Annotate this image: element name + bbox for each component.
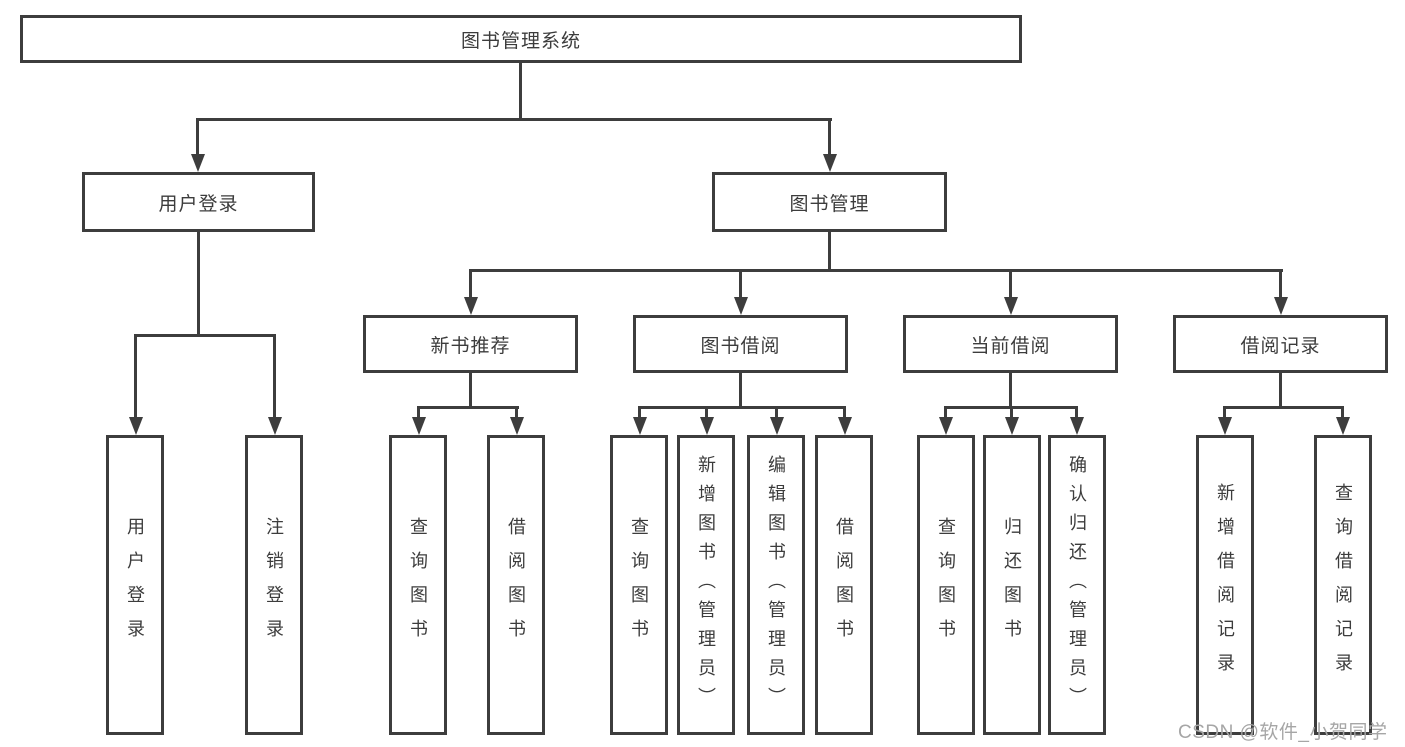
node-label: 确认归还（管理员） xyxy=(1067,454,1087,716)
node-leaf-user-login: 用户登录 xyxy=(106,435,164,735)
node-label: 借阅图书 xyxy=(506,517,526,653)
arrow-down-icon xyxy=(1336,417,1350,435)
arrow-down-icon xyxy=(734,297,748,315)
connector-line xyxy=(197,232,200,337)
node-root-library-system: 图书管理系统 xyxy=(20,15,1022,63)
node-label: 查询图书 xyxy=(936,517,956,653)
connector-line xyxy=(843,406,846,418)
node-label: 借阅图书 xyxy=(834,517,854,653)
connector-line xyxy=(469,269,1283,272)
arrow-down-icon xyxy=(129,417,143,435)
node-label: 归还图书 xyxy=(1002,517,1022,653)
node-book-management-group: 图书管理 xyxy=(712,172,947,232)
node-leaf-query-borrow-record: 查询借阅记录 xyxy=(1314,435,1372,735)
node-label: 借阅记录 xyxy=(1240,335,1321,357)
node-leaf-logout: 注销登录 xyxy=(245,435,303,735)
arrow-down-icon xyxy=(268,417,282,435)
node-label: 新增图书（管理员） xyxy=(696,454,716,716)
node-borrowing-records: 借阅记录 xyxy=(1173,315,1388,373)
node-leaf-add-borrow-record: 新增借阅记录 xyxy=(1196,435,1254,735)
arrow-down-icon xyxy=(1274,297,1288,315)
arrow-down-icon xyxy=(939,417,953,435)
connector-line xyxy=(705,406,708,418)
arrow-down-icon xyxy=(1005,417,1019,435)
connector-line xyxy=(1341,406,1344,418)
arrow-down-icon xyxy=(1070,417,1084,435)
node-label: 查询图书 xyxy=(408,517,428,653)
arrow-down-icon xyxy=(633,417,647,435)
node-label: 查询图书 xyxy=(629,517,649,653)
node-book-borrowing: 图书借阅 xyxy=(633,315,848,373)
arrow-down-icon xyxy=(464,297,478,315)
arrow-down-icon xyxy=(191,154,205,172)
node-leaf-confirm-return-admin: 确认归还（管理员） xyxy=(1048,435,1106,735)
arrow-down-icon xyxy=(823,154,837,172)
connector-line xyxy=(1279,269,1282,298)
arrow-down-icon xyxy=(838,417,852,435)
node-leaf-borrow-book-borrowing: 借阅图书 xyxy=(815,435,873,735)
node-leaf-return-book: 归还图书 xyxy=(983,435,1041,735)
connector-line xyxy=(638,406,846,409)
connector-line xyxy=(739,373,742,409)
connector-line xyxy=(417,406,519,409)
connector-line xyxy=(638,406,641,418)
arrow-down-icon xyxy=(412,417,426,435)
node-label: 编辑图书（管理员） xyxy=(766,454,786,716)
connector-line xyxy=(417,406,420,418)
connector-line xyxy=(1075,406,1078,418)
connector-line xyxy=(828,232,831,272)
connector-line xyxy=(1009,269,1012,298)
node-user-login-group: 用户登录 xyxy=(82,172,315,232)
arrow-down-icon xyxy=(770,417,784,435)
connector-line xyxy=(196,118,832,121)
connector-line xyxy=(196,118,199,155)
node-leaf-add-book-admin: 新增图书（管理员） xyxy=(677,435,735,735)
node-label: 图书管理系统 xyxy=(460,30,581,52)
connector-line xyxy=(1279,373,1282,409)
connector-line xyxy=(1010,406,1013,418)
node-label: 注销登录 xyxy=(264,517,284,653)
node-label: 用户登录 xyxy=(158,193,239,215)
node-leaf-query-book-borrowing: 查询图书 xyxy=(610,435,668,735)
node-label: 图书借阅 xyxy=(700,335,781,357)
arrow-down-icon xyxy=(700,417,714,435)
node-leaf-edit-book-admin: 编辑图书（管理员） xyxy=(747,435,805,735)
connector-line xyxy=(469,269,472,298)
arrow-down-icon xyxy=(1004,297,1018,315)
node-leaf-borrow-book-recommend: 借阅图书 xyxy=(487,435,545,735)
arrow-down-icon xyxy=(1218,417,1232,435)
connector-line xyxy=(944,406,947,418)
connector-line xyxy=(134,334,276,337)
connector-line xyxy=(273,334,276,418)
node-new-book-recommend: 新书推荐 xyxy=(363,315,578,373)
connector-line xyxy=(1223,406,1226,418)
connector-line xyxy=(1223,406,1344,409)
node-label: 新增借阅记录 xyxy=(1215,483,1235,687)
connector-line xyxy=(519,63,522,120)
csdn-watermark: CSDN @软件_小贺同学 xyxy=(1178,722,1388,743)
node-label: 新书推荐 xyxy=(430,335,511,357)
arrow-down-icon xyxy=(510,417,524,435)
node-label: 图书管理 xyxy=(789,193,870,215)
connector-line xyxy=(775,406,778,418)
connector-line xyxy=(739,269,742,298)
node-label: 查询借阅记录 xyxy=(1333,483,1353,687)
node-label: 当前借阅 xyxy=(970,335,1051,357)
connector-line xyxy=(1009,373,1012,409)
connector-line xyxy=(469,373,472,409)
connector-line xyxy=(134,334,137,418)
node-leaf-query-book-current: 查询图书 xyxy=(917,435,975,735)
node-label: 用户登录 xyxy=(125,517,145,653)
node-leaf-query-book-recommend: 查询图书 xyxy=(389,435,447,735)
connector-line xyxy=(515,406,518,418)
node-current-borrowing: 当前借阅 xyxy=(903,315,1118,373)
connector-line xyxy=(828,118,831,155)
